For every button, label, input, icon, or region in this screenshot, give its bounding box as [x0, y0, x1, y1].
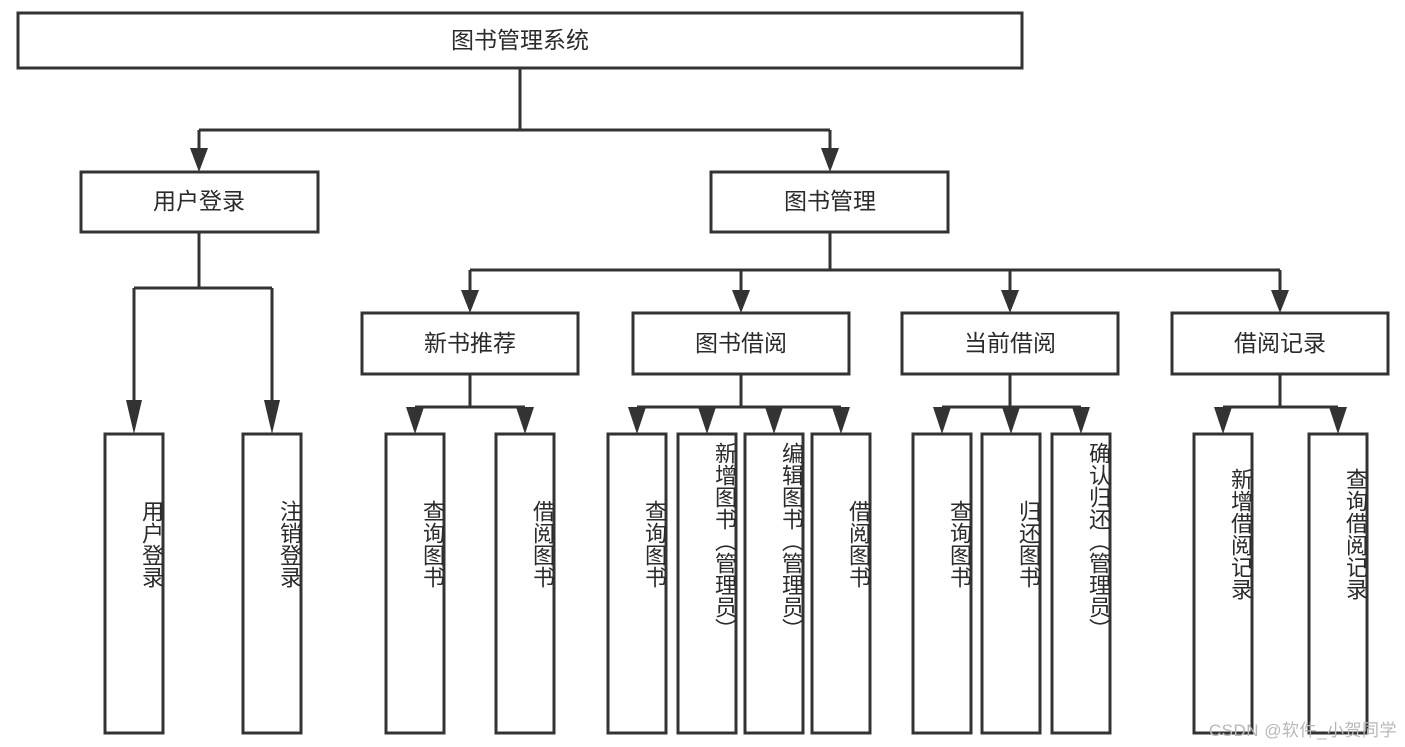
node-boxes — [16, 11, 1390, 735]
arrowhead-leaf-user-login-2 — [264, 400, 280, 434]
node-new-book-box[interactable] — [360, 311, 580, 376]
node-book-borrow-label: 图书借阅 — [695, 330, 787, 356]
arrowhead-new-book — [461, 290, 479, 313]
leaf-box-book-borrow-1[interactable] — [606, 432, 668, 735]
arrowhead-leaf-current-borrow-3 — [1072, 407, 1090, 434]
node-root-box[interactable] — [16, 11, 1024, 70]
node-user-login-label: 用户登录 — [153, 188, 245, 214]
leaf-box-book-borrow-4[interactable] — [810, 432, 872, 735]
leaf-box-new-book-2[interactable] — [494, 432, 556, 735]
arrowhead-book-borrow — [732, 290, 750, 313]
leaf-box-book-borrow-2[interactable] — [676, 432, 738, 735]
arrowhead-book-manage — [821, 148, 839, 172]
node-user-login-box[interactable] — [79, 170, 320, 234]
arrowhead-leaf-user-login-1 — [126, 400, 142, 434]
leaf-box-current-borrow-3[interactable] — [1050, 432, 1112, 735]
arrowhead-borrow-record — [1271, 290, 1289, 313]
arrowhead-leaf-current-borrow-2 — [1002, 407, 1020, 434]
csdn-watermark: CSDN @软件_小贺同学 — [1208, 721, 1397, 740]
node-labels: 图书管理系统 用户登录 图书管理 新书推荐 图书借阅 当前借阅 借阅记录 — [153, 27, 1326, 356]
leaf-box-new-book-1[interactable] — [384, 432, 446, 735]
arrowhead-leaf-book-borrow-2 — [698, 407, 716, 434]
arrowhead-leaf-current-borrow-1 — [933, 407, 951, 434]
arrowhead-leaf-new-book-1 — [406, 407, 424, 434]
leaf-box-borrow-record-2[interactable] — [1307, 432, 1369, 735]
leaf-box-current-borrow-1[interactable] — [911, 432, 973, 735]
node-borrow-record-box[interactable] — [1170, 311, 1390, 376]
leaf-box-user-login-1[interactable] — [103, 432, 165, 735]
leaf-box-user-login-2[interactable] — [241, 432, 303, 735]
leaf-box-current-borrow-2[interactable] — [980, 432, 1042, 735]
node-root-label: 图书管理系统 — [451, 27, 589, 53]
arrowhead-current-borrow — [1001, 290, 1019, 313]
node-new-book-label: 新书推荐 — [424, 330, 516, 356]
node-current-borrow-label: 当前借阅 — [964, 330, 1056, 356]
node-book-manage-box[interactable] — [709, 170, 950, 234]
arrowhead-leaf-new-book-2 — [516, 407, 534, 434]
node-current-borrow-box[interactable] — [900, 311, 1120, 376]
node-book-borrow-box[interactable] — [631, 311, 851, 376]
node-book-manage-label: 图书管理 — [784, 188, 876, 214]
arrowhead-leaf-borrow-record-2 — [1329, 407, 1347, 434]
arrowhead-leaf-book-borrow-1 — [628, 407, 646, 434]
arrowhead-leaf-book-borrow-4 — [832, 407, 850, 434]
leaf-box-book-borrow-3[interactable] — [743, 432, 805, 735]
arrowhead-user-login — [190, 148, 208, 172]
arrowhead-leaf-book-borrow-3 — [765, 407, 783, 434]
leaf-box-borrow-record-1[interactable] — [1192, 432, 1254, 735]
connectors — [126, 68, 1347, 434]
arrowhead-leaf-borrow-record-1 — [1214, 407, 1232, 434]
node-borrow-record-label: 借阅记录 — [1234, 330, 1326, 356]
